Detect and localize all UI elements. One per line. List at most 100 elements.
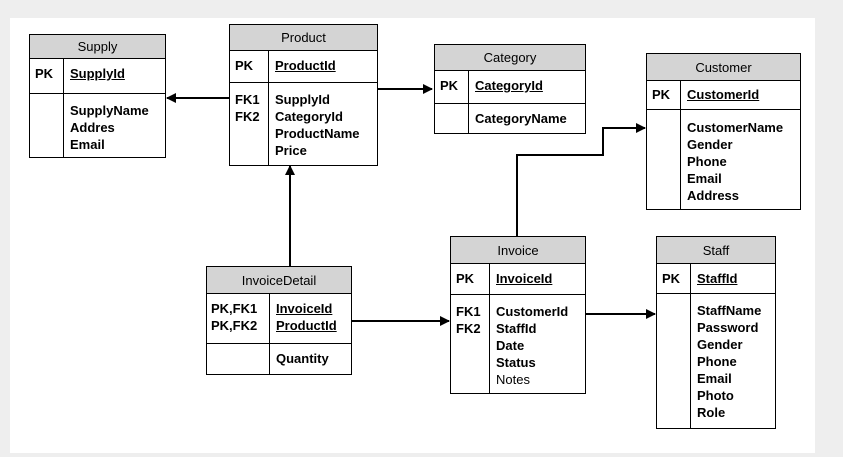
pk-attribute: CategoryId bbox=[475, 78, 543, 93]
attr-column: CustomerId StaffId Date Status Notes bbox=[490, 295, 568, 393]
pk-attribute: StaffId bbox=[697, 271, 738, 286]
key-label: PK bbox=[235, 58, 254, 73]
entity-customer: Customer PK CustomerId CustomerName Gend… bbox=[646, 53, 801, 210]
attribute: Addres bbox=[70, 120, 115, 135]
key-column: PK bbox=[30, 59, 64, 93]
attribute: CategoryId bbox=[275, 109, 343, 124]
attribute: StaffId bbox=[496, 321, 537, 336]
key-label: PK,FK2 bbox=[211, 318, 258, 333]
pk-attribute: CustomerId bbox=[687, 87, 760, 102]
attribute: Email bbox=[697, 371, 732, 386]
key-label: FK2 bbox=[235, 109, 260, 124]
field-section: SupplyName Addres Email bbox=[30, 94, 165, 157]
attribute: Photo bbox=[697, 388, 734, 403]
entity-product: Product PK ProductId FK1 FK2 SupplyId Ca… bbox=[229, 24, 378, 166]
field-section: CategoryName bbox=[435, 104, 585, 133]
key-column bbox=[657, 294, 691, 428]
attr-column: StaffName Password Gender Phone Email Ph… bbox=[691, 294, 761, 428]
pk-attribute: ProductId bbox=[275, 58, 336, 73]
entity-title: Category bbox=[435, 45, 585, 71]
key-label: PK,FK1 bbox=[211, 301, 258, 316]
key-column bbox=[30, 94, 64, 157]
key-label: PK bbox=[662, 271, 681, 286]
attribute: Phone bbox=[697, 354, 737, 369]
entity-title: Staff bbox=[657, 237, 775, 264]
pk-section: PK StaffId bbox=[657, 264, 775, 294]
entity-supply: Supply PK SupplyId SupplyName Addres Ema… bbox=[29, 34, 166, 158]
attribute: Address bbox=[687, 188, 740, 203]
key-column: PK,FK1 PK,FK2 bbox=[207, 294, 270, 343]
entity-staff: Staff PK StaffId StaffName Password Gend… bbox=[656, 236, 776, 429]
attribute: Phone bbox=[687, 154, 727, 169]
pk-attribute: ProductId bbox=[276, 318, 337, 333]
attribute: Gender bbox=[697, 337, 743, 352]
pk-section: PK ProductId bbox=[230, 51, 377, 83]
attribute: SupplyName bbox=[70, 103, 149, 118]
attr-column: ProductId bbox=[269, 51, 336, 82]
attribute: ProductName bbox=[275, 126, 360, 141]
key-column: PK bbox=[657, 264, 691, 293]
key-column: PK bbox=[230, 51, 269, 82]
attribute: Price bbox=[275, 143, 307, 158]
key-column: FK1 FK2 bbox=[451, 295, 490, 393]
attr-column: SupplyId bbox=[64, 59, 125, 93]
entity-title: Supply bbox=[30, 35, 165, 59]
key-label: PK bbox=[456, 271, 475, 286]
attr-column: Quantity bbox=[270, 344, 329, 374]
entity-title: Invoice bbox=[451, 237, 585, 264]
entity-invoice: Invoice PK InvoiceId FK1 FK2 CustomerId … bbox=[450, 236, 586, 394]
attribute: StaffName bbox=[697, 303, 762, 318]
key-column bbox=[435, 104, 469, 133]
entity-invoicedetail: InvoiceDetail PK,FK1 PK,FK2 InvoiceId Pr… bbox=[206, 266, 352, 375]
entity-title: Customer bbox=[647, 54, 800, 81]
entity-title: InvoiceDetail bbox=[207, 267, 351, 294]
pk-attribute: InvoiceId bbox=[496, 271, 553, 286]
attr-column: SupplyName Addres Email bbox=[64, 94, 149, 157]
attribute: Email bbox=[687, 171, 722, 186]
entity-title: Product bbox=[230, 25, 377, 51]
field-section: StaffName Password Gender Phone Email Ph… bbox=[657, 294, 775, 428]
attribute: Password bbox=[697, 320, 759, 335]
attribute: CustomerId bbox=[496, 304, 569, 319]
attr-column: StaffId bbox=[691, 264, 737, 293]
attribute: CategoryName bbox=[475, 111, 567, 126]
attr-column: CustomerName Gender Phone Email Address bbox=[681, 110, 783, 209]
attr-column: InvoiceId bbox=[490, 264, 552, 294]
attr-column: InvoiceId ProductId bbox=[270, 294, 337, 343]
attribute: Email bbox=[70, 137, 105, 152]
attribute: CustomerName bbox=[687, 120, 784, 135]
key-column: PK bbox=[435, 71, 469, 103]
key-column bbox=[647, 110, 681, 209]
key-column: PK bbox=[647, 81, 681, 109]
entity-category: Category PK CategoryId CategoryName bbox=[434, 44, 586, 134]
key-label: PK bbox=[652, 87, 671, 102]
field-section: CustomerName Gender Phone Email Address bbox=[647, 110, 800, 209]
key-label: PK bbox=[35, 66, 54, 81]
attribute: Role bbox=[697, 405, 726, 420]
key-label: FK2 bbox=[456, 321, 481, 336]
attribute: SupplyId bbox=[275, 92, 330, 107]
attribute: Quantity bbox=[276, 351, 329, 366]
pk-section: PK CustomerId bbox=[647, 81, 800, 110]
pk-section: PK SupplyId bbox=[30, 59, 165, 94]
attr-column: CustomerId bbox=[681, 81, 759, 109]
pk-section: PK InvoiceId bbox=[451, 264, 585, 295]
pk-attribute: InvoiceId bbox=[276, 301, 333, 316]
key-label: PK bbox=[440, 78, 459, 93]
field-section: FK1 FK2 SupplyId CategoryId ProductName … bbox=[230, 83, 377, 165]
attribute: Date bbox=[496, 338, 525, 353]
pk-attribute: SupplyId bbox=[70, 66, 125, 81]
attribute: Gender bbox=[687, 137, 733, 152]
field-section: Quantity bbox=[207, 344, 351, 374]
pk-section: PK,FK1 PK,FK2 InvoiceId ProductId bbox=[207, 294, 351, 344]
key-label: FK1 bbox=[235, 92, 260, 107]
field-section: FK1 FK2 CustomerId StaffId Date Status N… bbox=[451, 295, 585, 393]
key-column bbox=[207, 344, 270, 374]
attr-column: SupplyId CategoryId ProductName Price bbox=[269, 83, 360, 165]
key-label: FK1 bbox=[456, 304, 481, 319]
key-column: PK bbox=[451, 264, 490, 294]
key-column: FK1 FK2 bbox=[230, 83, 269, 165]
pk-section: PK CategoryId bbox=[435, 71, 585, 104]
attribute: Status bbox=[496, 355, 536, 370]
attribute: Notes bbox=[496, 372, 530, 387]
